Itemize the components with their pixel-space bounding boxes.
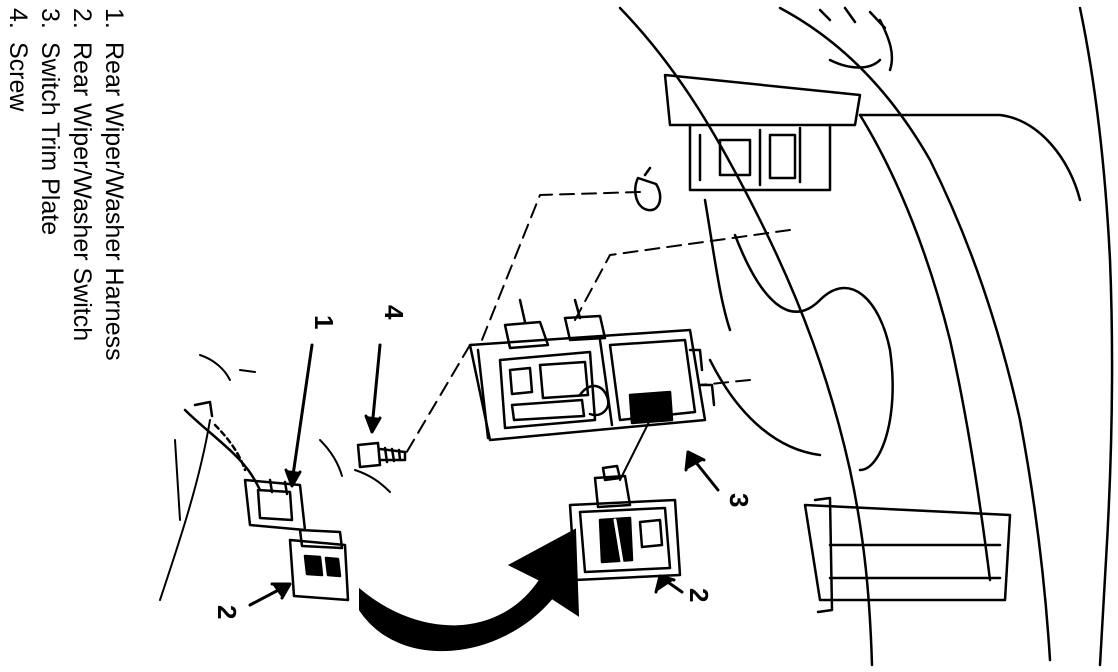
leader-lines	[404, 191, 791, 481]
instrument-panel	[618, 6, 1114, 667]
callout-3-label: 3	[724, 493, 754, 507]
callout-4-label: 4	[379, 305, 409, 320]
screw	[356, 441, 407, 469]
callout-2-right-label: 2	[684, 588, 714, 602]
removal-direction-arrow	[359, 528, 580, 652]
callout-arrows	[248, 343, 720, 607]
rear-wiper-washer-switch	[568, 464, 682, 582]
background-panel-lines	[159, 354, 391, 601]
switch-trim-plate	[468, 298, 716, 442]
callout-2-left-label: 2	[212, 605, 242, 619]
switch-connector	[288, 528, 350, 602]
retaining-clip	[634, 166, 662, 212]
wiper-washer-harness	[183, 400, 307, 532]
callout-1-label: 1	[309, 315, 339, 329]
